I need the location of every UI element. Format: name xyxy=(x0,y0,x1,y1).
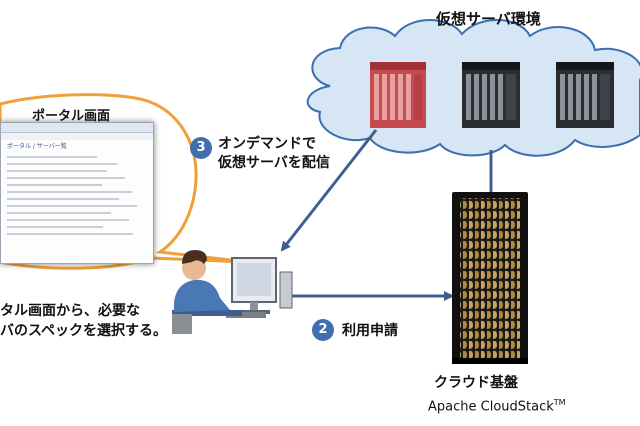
product-name-text: Apache CloudStack xyxy=(428,399,554,415)
portal-title-label: ポータル画面 xyxy=(32,109,111,124)
user-caption-line-1: タル画面から、必要な xyxy=(0,303,140,319)
portal-screenshot: ポータル / サーバ一覧 xyxy=(0,122,154,264)
portal-line xyxy=(7,191,132,193)
portal-line xyxy=(7,163,117,165)
portal-line xyxy=(7,226,103,228)
product-name-label: Apache CloudStackTM xyxy=(428,398,566,414)
virtual-env-label: 仮想サーバ環境 xyxy=(436,10,541,28)
portal-line xyxy=(7,205,137,207)
step-3-line-2: 仮想サーバを配信 xyxy=(218,155,330,171)
server-red-icon xyxy=(370,62,426,128)
step-2-label: 利用申請 xyxy=(342,323,398,339)
portal-line xyxy=(7,212,111,214)
trademark-mark: TM xyxy=(553,398,566,407)
portal-line xyxy=(7,170,107,172)
cloud-base-label: クラウド基盤 xyxy=(434,375,518,391)
user-at-computer-icon xyxy=(172,250,293,334)
step-3-number: 3 xyxy=(190,137,212,159)
step-2-number: 2 xyxy=(312,319,334,341)
portal-menubar xyxy=(1,133,153,140)
portal-line xyxy=(7,198,119,200)
portal-tab: ポータル / サーバ一覧 xyxy=(7,143,67,150)
portal-titlebar xyxy=(1,123,153,133)
portal-line xyxy=(7,233,133,235)
server-black-icon xyxy=(462,62,520,128)
portal-line xyxy=(7,156,97,158)
user-caption-line-2: バのスペックを選択する。 xyxy=(0,323,168,339)
arrow-deliver xyxy=(280,129,378,252)
portal-line xyxy=(7,184,102,186)
step-3-line-1: オンデマンドで xyxy=(218,136,316,152)
server-black-icon xyxy=(556,62,614,128)
portal-line xyxy=(7,177,125,179)
rack-server-icon xyxy=(452,192,528,364)
portal-line xyxy=(7,219,129,221)
